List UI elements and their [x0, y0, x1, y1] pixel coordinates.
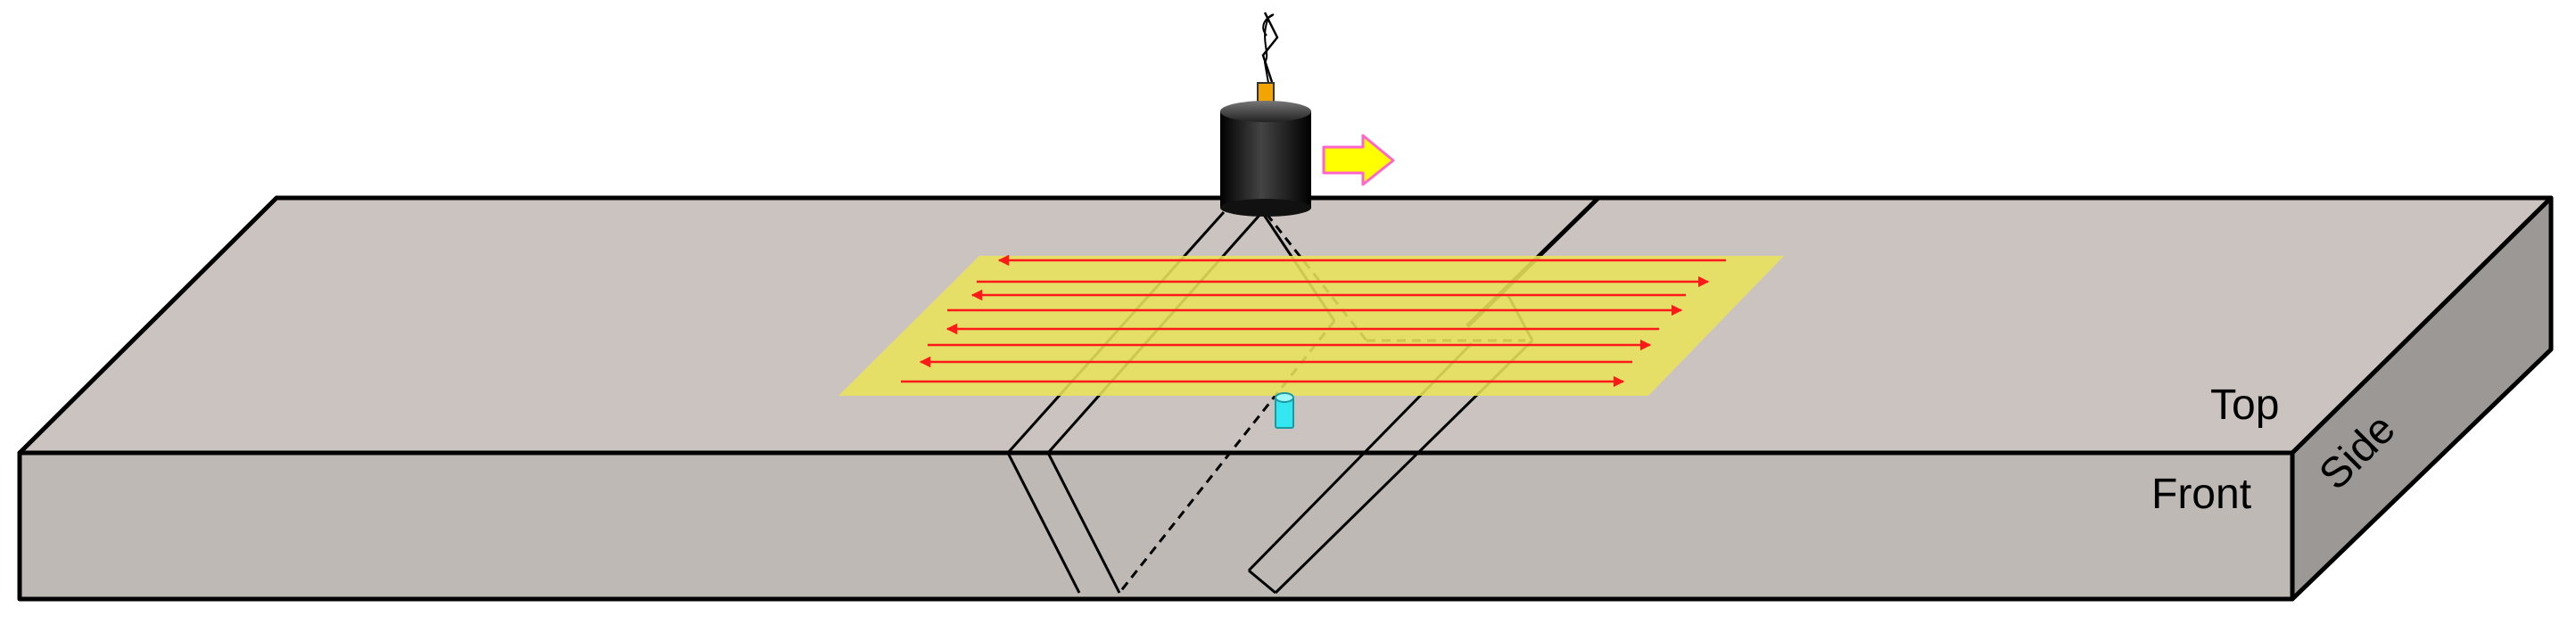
ultrasonic-transducer-icon [1220, 12, 1311, 217]
raster-scan-lines [901, 254, 1726, 388]
cylindrical-defect-icon [1275, 392, 1294, 429]
right-arrow-icon [1322, 134, 1395, 186]
front-face-label: Front [2151, 471, 2251, 518]
block-front-face [17, 450, 2295, 602]
scan-area [838, 256, 1784, 396]
top-face-label: Top [2210, 382, 2279, 429]
